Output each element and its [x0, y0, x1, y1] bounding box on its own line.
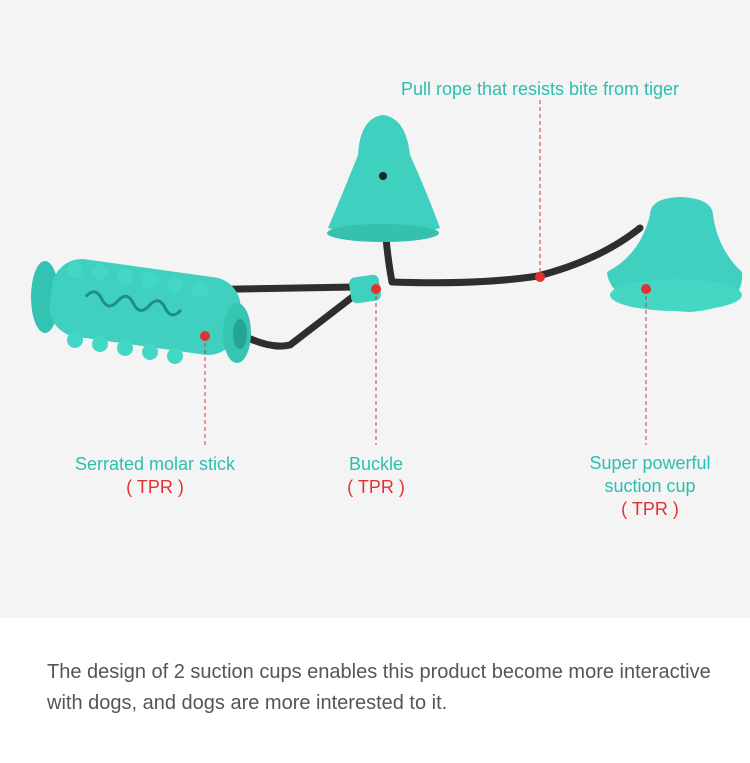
cup-label: Super powerful suction cup ( TPR ) [550, 452, 750, 521]
marker-dots [200, 272, 651, 341]
rope-label: Pull rope that resists bite from tiger [400, 79, 680, 99]
cup-material: ( TPR ) [621, 499, 679, 519]
leader-lines [204, 100, 647, 445]
buckle-label: Buckle ( TPR ) [316, 453, 436, 499]
stick-name: Serrated molar stick [74, 454, 236, 474]
buckle-material: ( TPR ) [347, 477, 405, 497]
molar-stick [31, 259, 251, 364]
product-illustration [31, 100, 743, 445]
suction-cup-right [607, 197, 743, 312]
stick-material: ( TPR ) [126, 477, 184, 497]
stick-label: Serrated molar stick ( TPR ) [30, 453, 280, 499]
suction-cup-top [327, 115, 440, 242]
buckle [349, 274, 381, 304]
cup-name-line1: Super powerful [589, 453, 711, 473]
product-description: The design of 2 suction cups enables thi… [47, 661, 711, 714]
product-diagram: Pull rope that resists bite from tiger S… [0, 0, 750, 618]
buckle-name: Buckle [348, 454, 404, 474]
cup-name-line2: suction cup [604, 476, 696, 496]
